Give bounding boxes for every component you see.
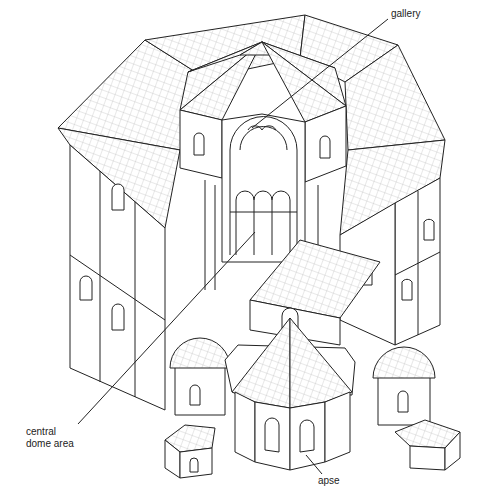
drum-roof — [180, 42, 346, 122]
front-portico — [250, 240, 380, 345]
leader-lines — [78, 19, 388, 474]
part-label: gallery — [391, 8, 471, 20]
leader-line — [306, 455, 322, 474]
part-label: apse — [318, 475, 378, 487]
part-label: central dome area — [26, 426, 78, 450]
apse-cluster — [165, 318, 460, 478]
leader-line — [252, 19, 388, 128]
leader-line — [78, 232, 255, 424]
